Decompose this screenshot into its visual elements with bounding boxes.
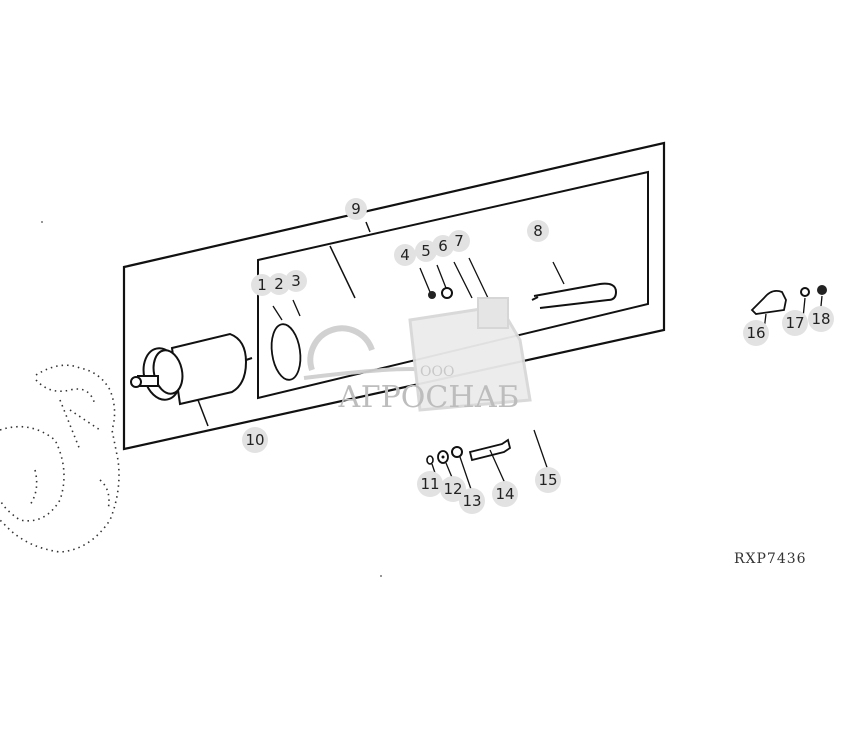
terminal-bracket-part	[750, 289, 787, 315]
callout-2[interactable]: 2	[268, 273, 290, 295]
callout-7[interactable]: 7	[448, 230, 470, 252]
starter-motor	[130, 332, 253, 406]
callout-15[interactable]: 15	[535, 467, 561, 493]
watermark-prefix: ООО	[420, 364, 455, 380]
callout-9[interactable]: 9	[345, 198, 367, 220]
o-ring-part	[270, 323, 302, 381]
callout-18[interactable]: 18	[808, 306, 834, 332]
strap-part	[533, 282, 618, 309]
callout-1[interactable]: 1	[251, 274, 273, 296]
outer-kit-frame	[122, 141, 666, 451]
callout-8[interactable]: 8	[527, 220, 549, 242]
engine-housing-dotted	[0, 364, 120, 553]
callout-11[interactable]: 11	[417, 471, 443, 497]
callout-17[interactable]: 17	[782, 310, 808, 336]
inner-kit-frame	[257, 170, 649, 400]
callout-14[interactable]: 14	[492, 481, 518, 507]
callout-13[interactable]: 13	[459, 488, 485, 514]
watermark-name: АГРОСНАБ	[338, 380, 520, 415]
watermark-logo	[303, 297, 532, 412]
callout-5[interactable]: 5	[415, 240, 437, 262]
callout-4[interactable]: 4	[394, 244, 416, 266]
callout-3[interactable]: 3	[285, 270, 307, 292]
callout-10[interactable]: 10	[242, 427, 268, 453]
callout-16[interactable]: 16	[743, 320, 769, 346]
reference-code: RXP7436	[734, 551, 807, 567]
